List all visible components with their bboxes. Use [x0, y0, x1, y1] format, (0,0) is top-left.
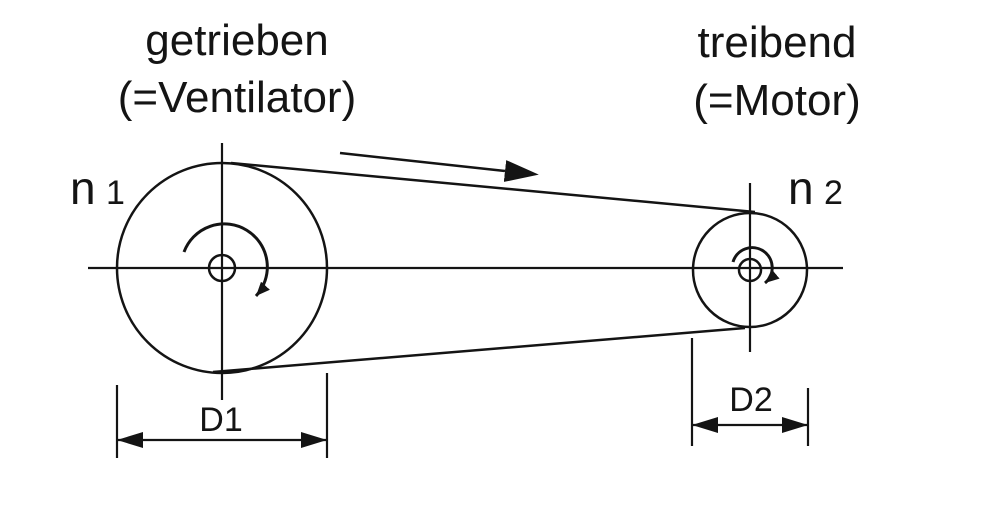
label-n1-base: n: [70, 162, 96, 214]
rotation-arrow-left: [182, 222, 270, 298]
belt-top-line: [230, 161, 756, 214]
label-n2-index: 2: [824, 174, 843, 212]
label-speed-n2: n 2: [788, 162, 843, 214]
belt-direction-arrow: [339, 151, 539, 182]
label-driven-line1: getrieben: [145, 16, 328, 65]
label-driven-line2: (=Ventilator): [118, 73, 356, 122]
belt-bottom-line: [212, 326, 746, 374]
pulley-large-driven: [115, 161, 329, 375]
pulley-large-hub: [207, 253, 237, 283]
label-diameter-d2: D2: [729, 381, 772, 419]
pulley-small-hub: [737, 257, 763, 283]
label-n1-index: 1: [106, 174, 125, 212]
label-speed-n1: n 1: [70, 162, 125, 214]
rotation-arrow-right: [731, 246, 780, 285]
label-driving-line1: treibend: [697, 18, 856, 67]
label-n2-base: n: [788, 162, 814, 214]
pulley-small-driving: [691, 211, 809, 329]
label-diameter-d1: D1: [199, 401, 242, 439]
label-driving-line2: (=Motor): [693, 76, 860, 125]
